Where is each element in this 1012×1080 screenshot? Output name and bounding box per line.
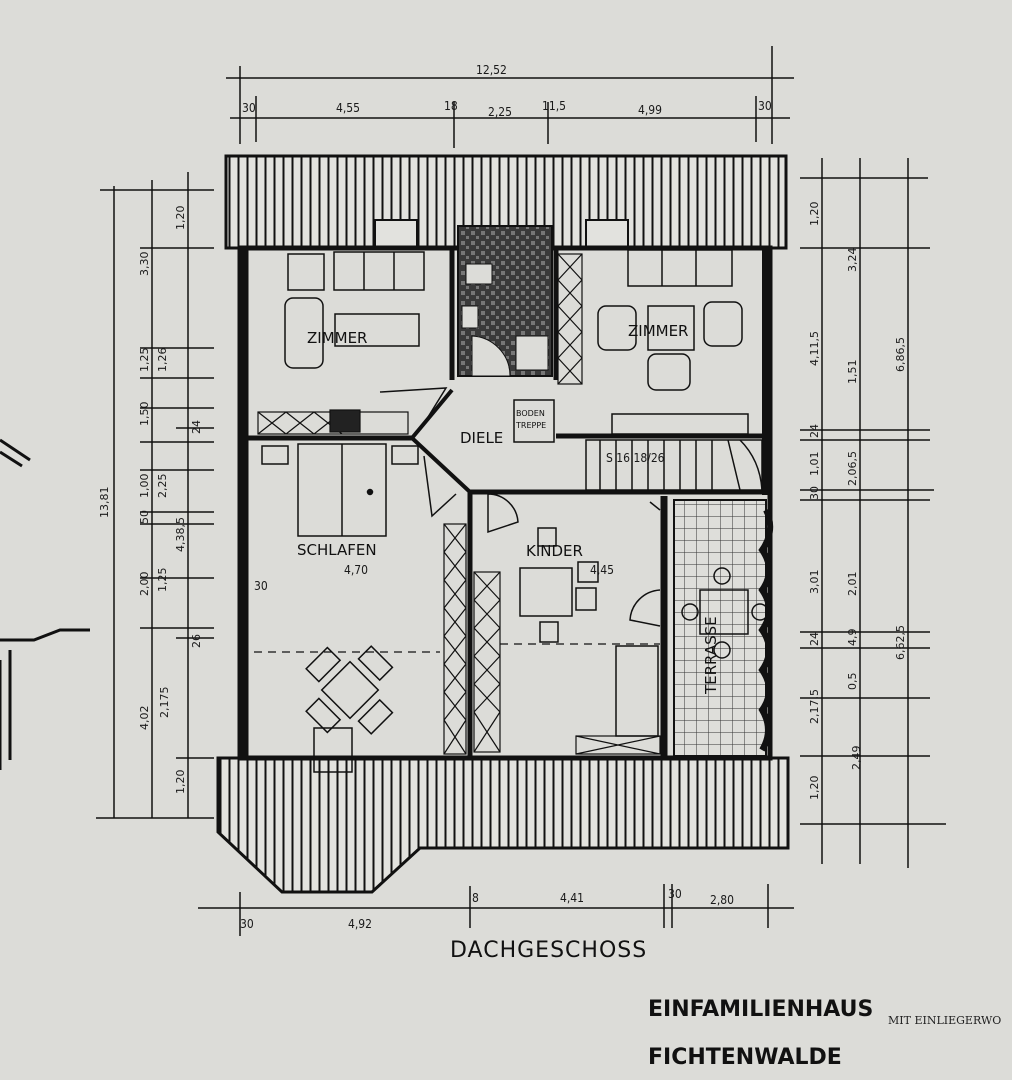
dim-right-c2: 6,62,5 bbox=[894, 625, 907, 660]
dim-left-b3: 2,25 bbox=[156, 474, 169, 499]
dim-left-c2: 26 bbox=[190, 634, 203, 648]
dim-right-b7: 2,49 bbox=[850, 746, 863, 771]
roof-dashed-lines bbox=[254, 643, 660, 653]
dim-right-a5: 30 bbox=[808, 486, 821, 500]
dim-left-m1: 30 bbox=[254, 579, 268, 593]
dim-bottom-2: 4,92 bbox=[348, 917, 372, 931]
dim-left-c4: 24 bbox=[190, 420, 203, 434]
dim-left-b4: 1,26 bbox=[156, 348, 169, 373]
attic-label-2: TREPPE bbox=[515, 421, 546, 430]
stamp-handwritten-note: MIT EINLIEGERWO bbox=[888, 1014, 1001, 1027]
terrace-plants bbox=[758, 508, 774, 752]
dim-bottom-3: 8 bbox=[472, 891, 479, 905]
terrace-floor bbox=[673, 499, 767, 757]
drawing-title: DACHGESCHOSS bbox=[450, 938, 647, 963]
room-label-terrasse: TERRASSE bbox=[702, 616, 720, 695]
dim-bottom-4: 4,41 bbox=[560, 891, 584, 905]
stamp-line-2: FICHTENWALDE bbox=[648, 1045, 842, 1070]
building-outline bbox=[216, 154, 790, 894]
dim-bottom-6: 2,80 bbox=[710, 893, 734, 907]
dim-top-4: 2,25 bbox=[488, 105, 512, 119]
dim-top-1: 30 bbox=[242, 101, 256, 115]
dim-left-a4: 1,00 bbox=[138, 474, 151, 499]
dim-right-a6: 3,01 bbox=[808, 570, 821, 595]
dim-right-c1: 6,86,5 bbox=[894, 337, 907, 372]
washbasin bbox=[461, 305, 479, 329]
dim-left-a7: 3,30 bbox=[138, 252, 151, 277]
dim-right-b6: 0,5 bbox=[846, 673, 859, 691]
dim-top-overall: 12,52 bbox=[476, 63, 507, 77]
dim-right-b2: 1,51 bbox=[846, 360, 859, 385]
dim-top-6: 4,99 bbox=[638, 103, 662, 117]
stairs bbox=[585, 439, 763, 491]
dimension-lines bbox=[96, 46, 946, 936]
stamp-line-1: EINFAMILIENHAUS bbox=[648, 997, 873, 1022]
room-label-kinder: KINDER bbox=[526, 542, 583, 560]
dim-top-2: 4,55 bbox=[336, 101, 360, 115]
dim-right-a9: 1,20 bbox=[808, 776, 821, 801]
dim-right-b1: 3,24 bbox=[846, 248, 859, 273]
dim-right-b5: 4,9 bbox=[846, 629, 859, 647]
adjacent-section-fragment bbox=[0, 438, 90, 770]
dim-right-a4: 1,01 bbox=[808, 452, 821, 477]
dim-left-a1: 4,02 bbox=[138, 706, 151, 731]
dim-right-a7: 24 bbox=[808, 632, 821, 646]
dormer-box-left bbox=[374, 219, 418, 249]
title-stamp: EINFAMILIENHAUS MIT EINLIEGERWO FICHTENW… bbox=[648, 997, 1001, 1070]
wall-diele-angled bbox=[410, 388, 472, 494]
dim-left-c1: 1,20 bbox=[174, 206, 187, 231]
dim-right-a8: 2,17,5 bbox=[808, 689, 821, 724]
chimney-box bbox=[313, 727, 353, 773]
doors bbox=[379, 387, 661, 627]
bath-door-swing bbox=[471, 335, 511, 377]
dim-top-7: 30 bbox=[758, 99, 772, 113]
attic-label-1: BODEN bbox=[516, 409, 545, 418]
dim-right-b4: 2,01 bbox=[846, 572, 859, 597]
roof-overhang-bottom bbox=[216, 756, 790, 894]
dim-left-b1: 2,175 bbox=[158, 687, 171, 719]
dim-left-a6: 1,25 bbox=[138, 348, 151, 373]
furniture bbox=[261, 249, 769, 773]
dim-bottom-1: 30 bbox=[240, 917, 254, 931]
dim-top-5: 11,5 bbox=[542, 99, 566, 113]
dim-top-3: 18 bbox=[444, 99, 458, 113]
dim-left-a5: 1,50 bbox=[138, 402, 151, 427]
built-in-shelves bbox=[257, 253, 661, 755]
dim-left-b2: 1,25 bbox=[156, 568, 169, 593]
shower-tray bbox=[515, 335, 549, 371]
dim-left-c5: 1,20 bbox=[174, 770, 187, 795]
room-dim-schlafen: 4,70 bbox=[344, 563, 368, 577]
room-label-zimmer-right: ZIMMER bbox=[628, 322, 688, 340]
dim-left-a2: 2,00 bbox=[138, 572, 151, 597]
dim-right-a2: 4,11,5 bbox=[808, 331, 821, 366]
dormer-box-right bbox=[585, 219, 629, 249]
dim-left-a3: 50 bbox=[138, 510, 151, 524]
dim-bottom-5: 30 bbox=[668, 887, 682, 901]
stair-label: S 16 18/26 bbox=[606, 451, 665, 465]
dim-right-a3: 24 bbox=[808, 424, 821, 438]
room-dim-kinder: 4,45 bbox=[590, 563, 614, 577]
dim-right-a1: 1,20 bbox=[808, 202, 821, 227]
toilet bbox=[465, 263, 493, 285]
dim-left-c3: 4,38,5 bbox=[174, 517, 187, 552]
room-label-zimmer-left: ZIMMER bbox=[307, 329, 367, 347]
room-label-schlafen: SCHLAFEN bbox=[297, 541, 377, 559]
attic-hatch bbox=[513, 399, 555, 443]
dim-right-b3: 2,06,5 bbox=[846, 451, 859, 486]
room-label-diele: DIELE bbox=[460, 429, 503, 447]
dim-left-overall: 13,81 bbox=[98, 487, 111, 519]
